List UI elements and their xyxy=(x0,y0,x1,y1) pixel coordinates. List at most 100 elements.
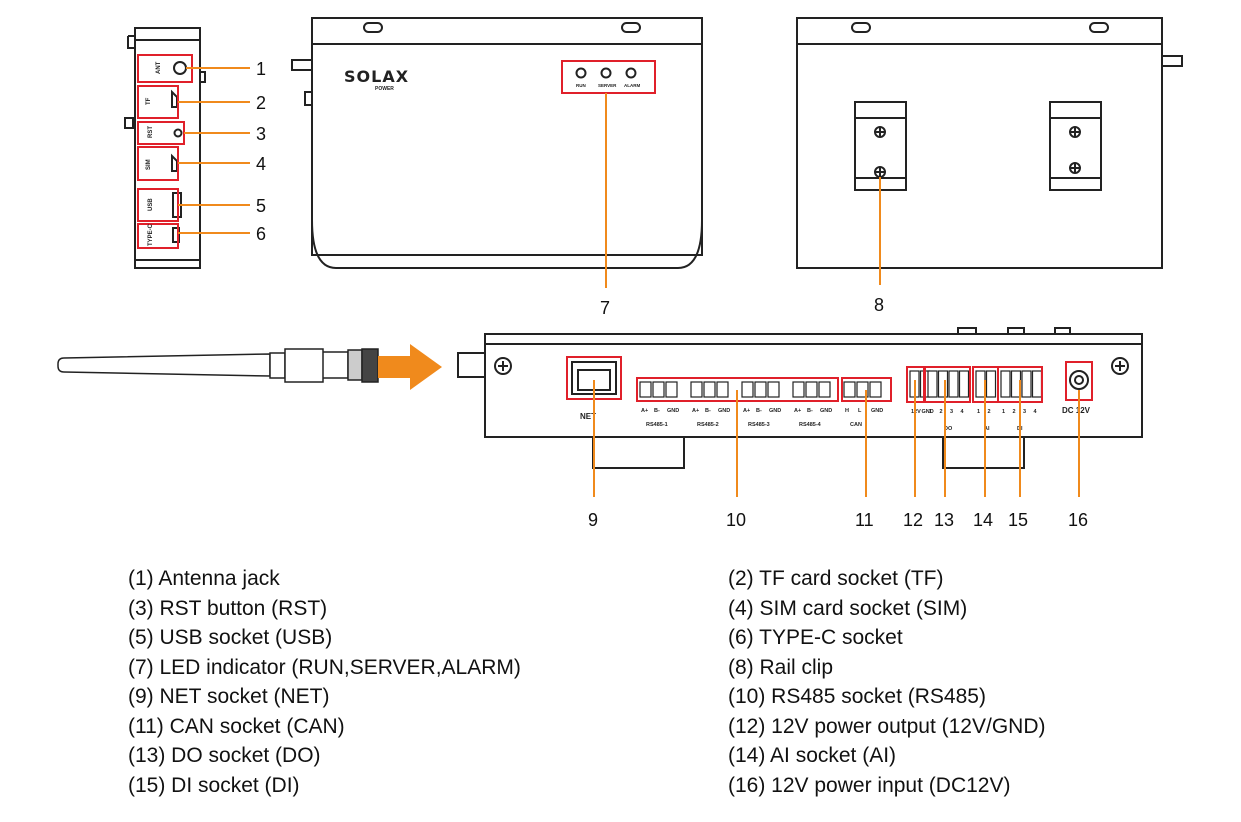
pin-labels: A+B-GNDRS485-1A+B-GNDRS485-2A+B-GNDRS485… xyxy=(641,408,1038,432)
pin-label: GND xyxy=(769,408,781,414)
terminal-pin xyxy=(754,381,767,398)
terminal-blocks xyxy=(639,370,1043,398)
callout-number-2: 2 xyxy=(256,93,266,113)
front-view xyxy=(291,17,703,269)
pin-label: L xyxy=(858,408,862,414)
side-port-label: ANT xyxy=(156,61,162,74)
terminal-pin xyxy=(665,381,678,398)
legend-item-10: (10) RS485 socket (RS485) xyxy=(728,685,986,708)
back-view xyxy=(796,17,1183,269)
pin-label: GND xyxy=(922,409,934,415)
led-labels: RUN SERVER ALARM xyxy=(576,83,640,88)
terminal-pin xyxy=(652,381,665,398)
legend-item-11: (11) CAN socket (CAN) xyxy=(128,714,345,738)
terminal-pin xyxy=(792,381,805,398)
led-label: SERVER xyxy=(598,83,617,88)
terminal-pin xyxy=(856,381,869,398)
terminal-pin xyxy=(690,381,703,398)
terminal-pin xyxy=(975,370,986,398)
callout-number-15: 15 xyxy=(1008,510,1028,530)
pin-label: 2 xyxy=(988,409,991,415)
callout-number-10: 10 xyxy=(726,510,746,530)
legend-item-4: (4) SIM card socket (SIM) xyxy=(728,596,968,620)
pin-label: 4 xyxy=(1034,409,1038,415)
terminal-pin xyxy=(948,370,959,398)
led-label: RUN xyxy=(576,83,586,88)
pin-label: A+ xyxy=(692,408,699,414)
terminal-group-label: RS485-4 xyxy=(799,422,822,428)
terminal-pin xyxy=(741,381,754,398)
pin-label: A+ xyxy=(641,408,648,414)
callout-number-8: 8 xyxy=(874,295,884,315)
terminal-pin xyxy=(1021,370,1032,398)
terminal-pin xyxy=(927,370,938,398)
legend-item-6: (6) TYPE-C socket xyxy=(728,626,903,649)
callout-number-6: 6 xyxy=(256,224,266,244)
callout-number-16: 16 xyxy=(1068,510,1088,530)
pin-label: GND xyxy=(667,408,679,414)
pin-label: 2 xyxy=(1013,409,1016,415)
solax-logo: SOLAX POWER xyxy=(344,67,409,92)
pin-label: 4 xyxy=(961,409,965,415)
logo-sub: POWER xyxy=(375,86,394,92)
pin-label: 1 xyxy=(977,409,980,415)
side-port-label: RST xyxy=(148,126,154,138)
callout-number-9: 9 xyxy=(588,510,598,530)
pin-label: 1 xyxy=(1002,409,1005,415)
legend-left-column: (1) Antenna jack (3) RST button (RST) (5… xyxy=(128,564,521,800)
legend-item-5: (5) USB socket (USB) xyxy=(128,626,333,649)
legend-item-1: (1) Antenna jack xyxy=(128,567,280,590)
terminal-pin xyxy=(843,381,856,398)
legend-item-12: (12) 12V power output (12V/GND) xyxy=(728,714,1046,738)
legend-item-16: (16) 12V power input (DC12V) xyxy=(728,773,1011,797)
pin-label: 1 xyxy=(929,409,932,415)
callout-number-12: 12 xyxy=(903,510,923,530)
terminal-group-label: RS485-3 xyxy=(748,422,770,428)
led-label: ALARM xyxy=(624,83,640,88)
terminal-pin xyxy=(958,370,970,398)
callout-number-7: 7 xyxy=(600,298,610,318)
pin-label: 3 xyxy=(950,409,953,415)
pin-label: 12V xyxy=(911,409,921,415)
panel-callout-lines xyxy=(593,380,1080,497)
terminal-group-label: RS485-2 xyxy=(697,422,719,428)
side-callout-lines xyxy=(178,67,250,234)
legend-right-column: (2) TF card socket (TF) (4) SIM card soc… xyxy=(728,564,1045,800)
side-port-labels: ANT TF RST SIM USB TYPE-C xyxy=(146,61,162,246)
pin-label: B- xyxy=(756,408,762,414)
terminal-group-label: CAN xyxy=(850,422,862,428)
terminal-pin xyxy=(703,381,716,398)
terminal-group-label: RS485-1 xyxy=(646,422,668,428)
pin-label: H xyxy=(845,408,849,414)
terminal-group-label: AI xyxy=(984,426,990,432)
dc-label: DC 12V xyxy=(1062,406,1091,415)
side-port-label: USB xyxy=(148,198,154,211)
callout-number-3: 3 xyxy=(256,124,266,144)
pin-label: B- xyxy=(705,408,711,414)
terminal-pin xyxy=(869,381,882,398)
terminal-pin xyxy=(1031,370,1043,398)
terminal-pin xyxy=(716,381,729,398)
callout-number-14: 14 xyxy=(973,510,993,530)
net-label: NET xyxy=(580,412,596,421)
pin-label: GND xyxy=(820,408,832,414)
side-port-label: SIM xyxy=(146,159,152,170)
terminal-pin xyxy=(767,381,780,398)
led-highlight xyxy=(561,60,656,94)
pin-label: 2 xyxy=(940,409,943,415)
legend-item-14: (14) AI socket (AI) xyxy=(728,744,897,767)
callout-number-4: 4 xyxy=(256,154,266,174)
insert-arrow xyxy=(378,344,442,390)
pin-label: A+ xyxy=(743,408,750,414)
callout-numbers: 1 2 3 4 5 6 7 8 9 10 11 12 13 14 15 16 xyxy=(256,59,1088,530)
legend-item-15: (15) DI socket (DI) xyxy=(128,773,300,797)
legend-item-13: (13) DO socket (DO) xyxy=(128,744,321,767)
antenna xyxy=(57,348,379,383)
terminal-pin xyxy=(639,381,652,398)
pin-label: GND xyxy=(718,408,730,414)
panel-view xyxy=(457,327,1143,469)
panel-labels: NET DC 12V xyxy=(580,406,1091,421)
side-port-label: TF xyxy=(146,97,152,105)
logo-text: SOLAX xyxy=(344,67,409,86)
